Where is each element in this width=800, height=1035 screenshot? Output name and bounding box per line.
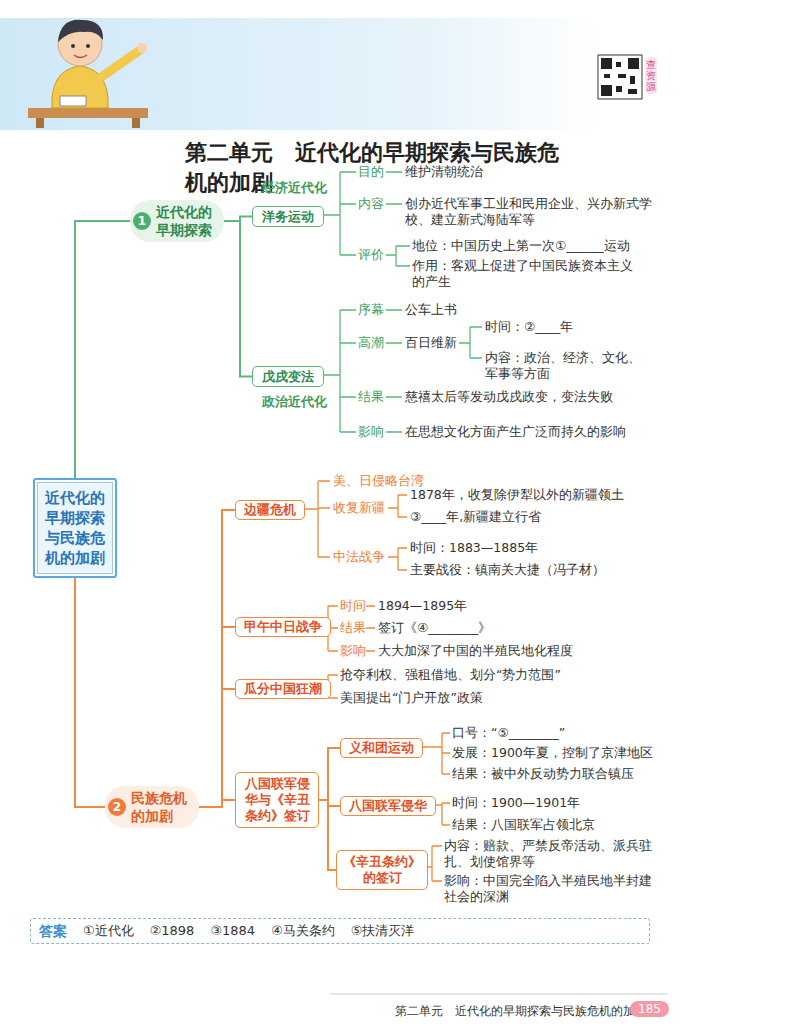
item-heading: 中法战争: [333, 549, 385, 565]
box-text: 边疆危机: [244, 502, 296, 517]
box-text: 《辛丑条约》的签订: [343, 854, 421, 885]
page-number: 185: [630, 1001, 669, 1017]
callout-number: 1: [133, 212, 151, 230]
answer-text: ③1884: [210, 922, 255, 940]
item-heading: 时间: [340, 598, 366, 614]
box-text: 八国联军侵华与《辛丑条约》签订: [245, 776, 310, 823]
branch-node: 2 民族危机的加剧: [105, 786, 199, 828]
item-text: 在思想文化方面产生广泛而持久的影响: [405, 424, 626, 440]
item-heading: 内容: [358, 196, 384, 212]
item-text: 结果：八国联军占领北京: [452, 817, 595, 833]
box-text: 瓜分中国狂潮: [244, 681, 322, 696]
branch-connector: [199, 689, 235, 807]
item-text: 口号：“⑤________”: [452, 725, 565, 741]
item-text: 地位：中国历史上第一次①______运动: [412, 238, 630, 254]
topic-box: 戊戌变法: [252, 366, 324, 387]
item-heading: 结果: [358, 389, 384, 405]
item-text: 公车上书: [405, 302, 457, 318]
box-text: 义和团运动: [349, 740, 414, 755]
box-text: 八国联军侵华: [349, 798, 427, 813]
item-text: 签订《④________》: [378, 620, 491, 636]
topic-box: 八国联军侵华与《辛丑条约》签订: [235, 772, 319, 828]
item-text: 1894—1895年: [378, 598, 467, 614]
box-text: 甲午中日战争: [244, 619, 322, 634]
item-text: 时间：1900—1901年: [452, 795, 580, 811]
boy-illustration: [28, 20, 148, 128]
branch-text: 近代化的早期探索: [156, 203, 216, 239]
item-heading: 评价: [358, 247, 384, 263]
item-text: 创办近代军事工业和民用企业、兴办新式学校、建立新式海陆军等: [405, 196, 660, 228]
topic-box: 甲午中日战争: [235, 617, 331, 637]
item-text: 内容：政治、经济、文化、军事等方面: [485, 350, 650, 382]
header-band: [0, 18, 600, 130]
subtopic-box: 义和团运动: [340, 738, 423, 758]
item-text: 百日维新: [405, 335, 457, 351]
item-heading: 结果: [340, 620, 366, 636]
item-text: 结果：被中外反动势力联合镇压: [452, 766, 634, 782]
item-text: 时间：1883—1885年: [410, 540, 538, 556]
item-text: ③____年,新疆建立行省: [410, 509, 541, 525]
item-heading: 目的: [358, 164, 384, 180]
answer-box: 答案 ①近代化 ②1898 ③1884 ④马关条约 ⑤扶清灭洋: [30, 918, 650, 944]
qr-code: [598, 55, 642, 99]
box-text: 戊戌变法: [262, 369, 314, 384]
item-heading: 美、日侵略台湾: [333, 473, 424, 489]
item-text: 时间：②____年: [485, 319, 573, 335]
topic-box: 瓜分中国狂潮: [235, 679, 331, 699]
item-heading: 影响: [340, 643, 366, 659]
branch-connector: [199, 800, 235, 807]
branch-connector: [199, 510, 235, 807]
item-text: 主要战役：镇南关大捷（冯子材）: [410, 562, 605, 578]
box-text: 洋务运动: [262, 209, 314, 224]
category-note: 经济近代化: [262, 180, 327, 196]
item-text: 影响：中国完全陷入半殖民地半封建社会的深渊: [444, 873, 654, 905]
item-text: 作用：客观上促进了中国民族资本主义的产生: [412, 258, 642, 290]
item-heading: 序幕: [358, 302, 384, 318]
branch-connector: [75, 221, 130, 478]
root-box: 近代化的早期探索与民族危机的加剧: [33, 478, 117, 578]
answer-heading: 答案: [39, 922, 67, 940]
item-text: 慈禧太后等发动戊戌政变，变法失败: [405, 389, 613, 405]
item-text: 内容：赔款、严禁反帝活动、派兵驻扎、划使馆界等: [444, 838, 654, 870]
item-text: 维护清朝统治: [405, 164, 483, 180]
branch-node: 1 近代化的早期探索: [130, 200, 224, 242]
item-heading: 收复新疆: [333, 500, 385, 516]
subtopic-box: 《辛丑条约》的签订: [336, 850, 428, 890]
item-text: 大大加深了中国的半殖民地化程度: [378, 643, 573, 659]
answer-text: ①近代化: [83, 922, 134, 940]
answer-text: ⑤扶清灭洋: [351, 922, 415, 940]
callout-number: 2: [108, 798, 126, 816]
category-note: 政治近代化: [262, 394, 327, 410]
answer-text: ②1898: [150, 922, 195, 940]
item-text: 抢夺利权、强租借地、划分“势力范围”: [340, 667, 561, 683]
resource-tag: 查资源: [645, 57, 657, 94]
item-text: 发展：1900年夏，控制了京津地区: [452, 745, 653, 761]
subtopic-box: 八国联军侵华: [340, 796, 436, 816]
item-heading: 高潮: [358, 335, 384, 351]
answer-text: ④马关条约: [271, 922, 335, 940]
topic-box: 边疆危机: [235, 500, 305, 520]
box-text: 近代化的早期探索与民族危机的加剧: [45, 489, 105, 567]
branch-text: 民族危机的加剧: [131, 789, 191, 825]
item-heading: 影响: [358, 424, 384, 440]
item-text: 美国提出“门户开放”政策: [340, 690, 483, 706]
topic-box: 洋务运动: [252, 206, 324, 227]
branch-connector: [224, 221, 252, 377]
branch-connector: [199, 627, 235, 807]
branch-connector: [75, 578, 105, 807]
branch-connector: [319, 800, 336, 870]
item-text: 1878年，收复除伊犁以外的新疆领土: [410, 487, 624, 503]
footer-rule: [330, 994, 668, 995]
footer-title: 第二单元 近代化的早期探索与民族危机的加剧: [395, 1003, 647, 1019]
branch-connector: [319, 748, 340, 800]
